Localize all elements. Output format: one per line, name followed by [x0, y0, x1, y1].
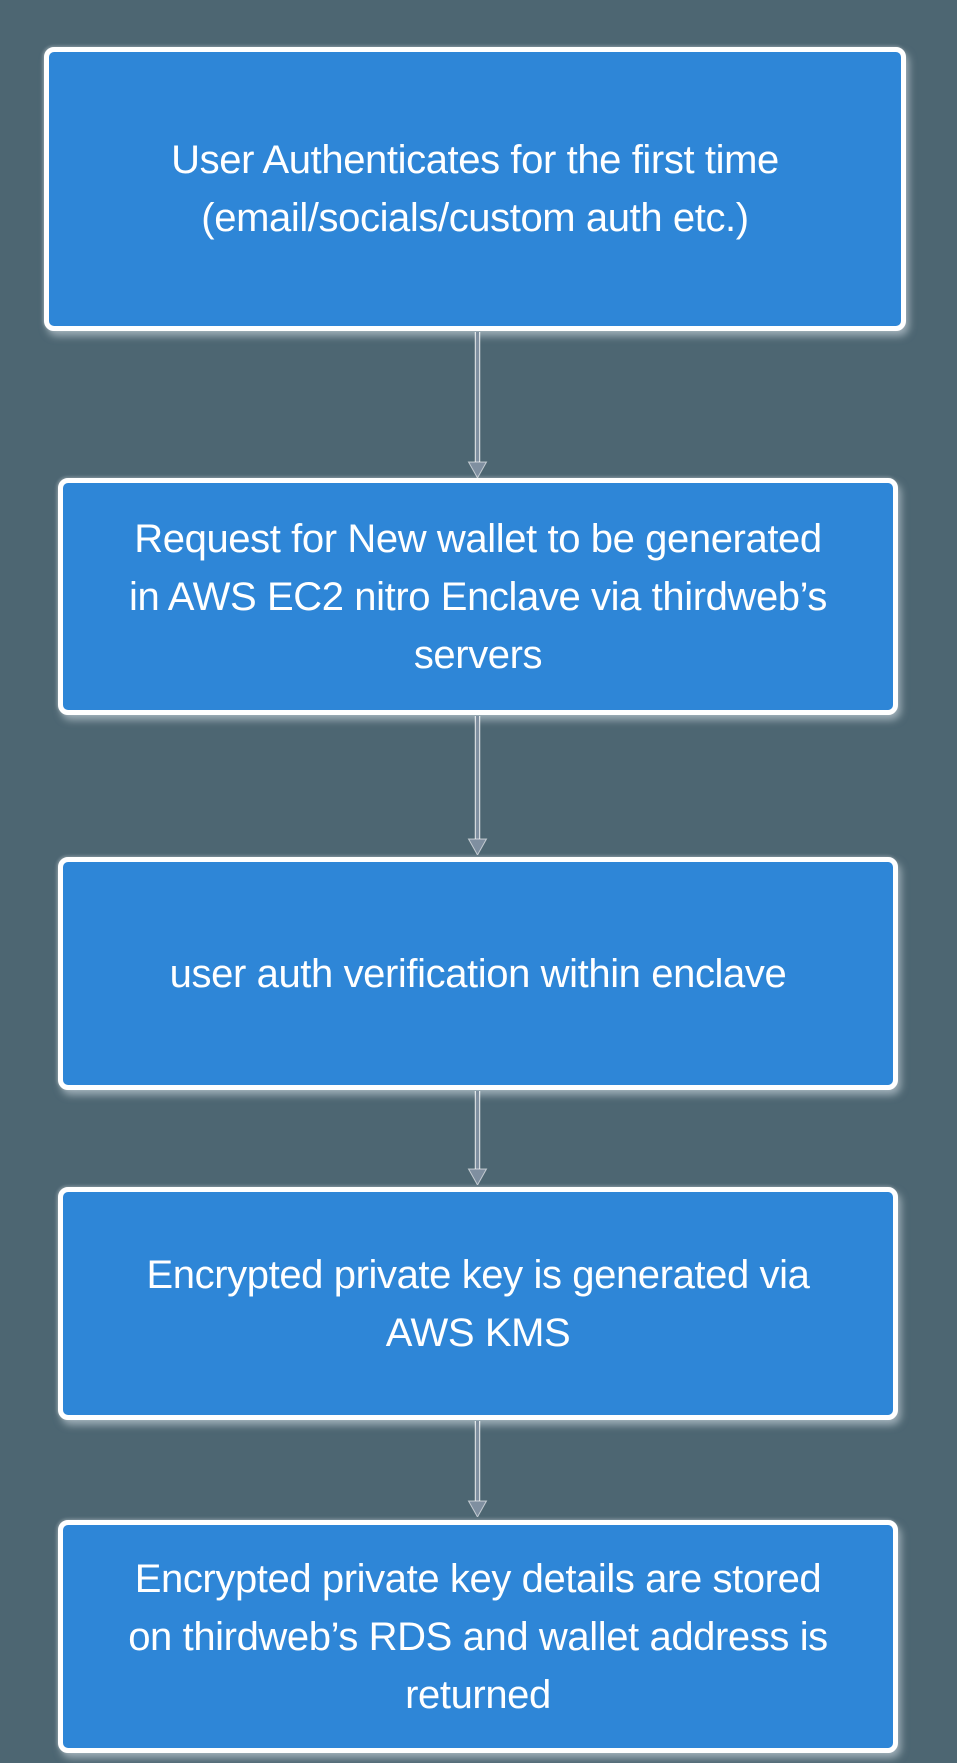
- node-text-line: returned: [405, 1672, 551, 1717]
- flow-arrow-3: [466, 1091, 488, 1185]
- node-text-line: Encrypted private key is generated via: [146, 1252, 810, 1297]
- flow-node-user-authenticates: User Authenticates for the first time (e…: [44, 47, 906, 331]
- flow-arrow-1: [466, 332, 488, 478]
- node-text-line: in AWS EC2 nitro Enclave via thirdweb’s: [128, 574, 828, 619]
- node-text-line: on thirdweb’s RDS and wallet address is: [128, 1614, 828, 1659]
- node-text-line: AWS KMS: [385, 1310, 571, 1355]
- node-text-line: Encrypted private key details are stored: [134, 1556, 822, 1601]
- arrow-down-icon: [467, 332, 488, 478]
- node-text-line: (email/socials/custom auth etc.): [201, 196, 749, 240]
- flow-arrow-2: [466, 716, 488, 855]
- arrow-down-icon: [467, 716, 488, 855]
- flow-node-encrypted-key-generated: Encrypted private key is generated via A…: [58, 1187, 898, 1420]
- node-text-line: Request for New wallet to be generated: [134, 516, 822, 561]
- node-text-line: user auth verification within enclave: [169, 951, 787, 996]
- arrow-down-icon: [467, 1421, 488, 1517]
- flow-node-encrypted-key-stored: Encrypted private key details are stored…: [58, 1520, 898, 1753]
- flow-arrow-4: [466, 1421, 488, 1517]
- flow-node-user-auth-verification: user auth verification within enclave: [58, 857, 898, 1090]
- flow-node-request-new-wallet: Request for New wallet to be generated i…: [58, 478, 898, 715]
- node-text-line: servers: [413, 632, 543, 677]
- arrow-down-icon: [467, 1091, 488, 1185]
- node-text-line: User Authenticates for the first time: [171, 138, 779, 182]
